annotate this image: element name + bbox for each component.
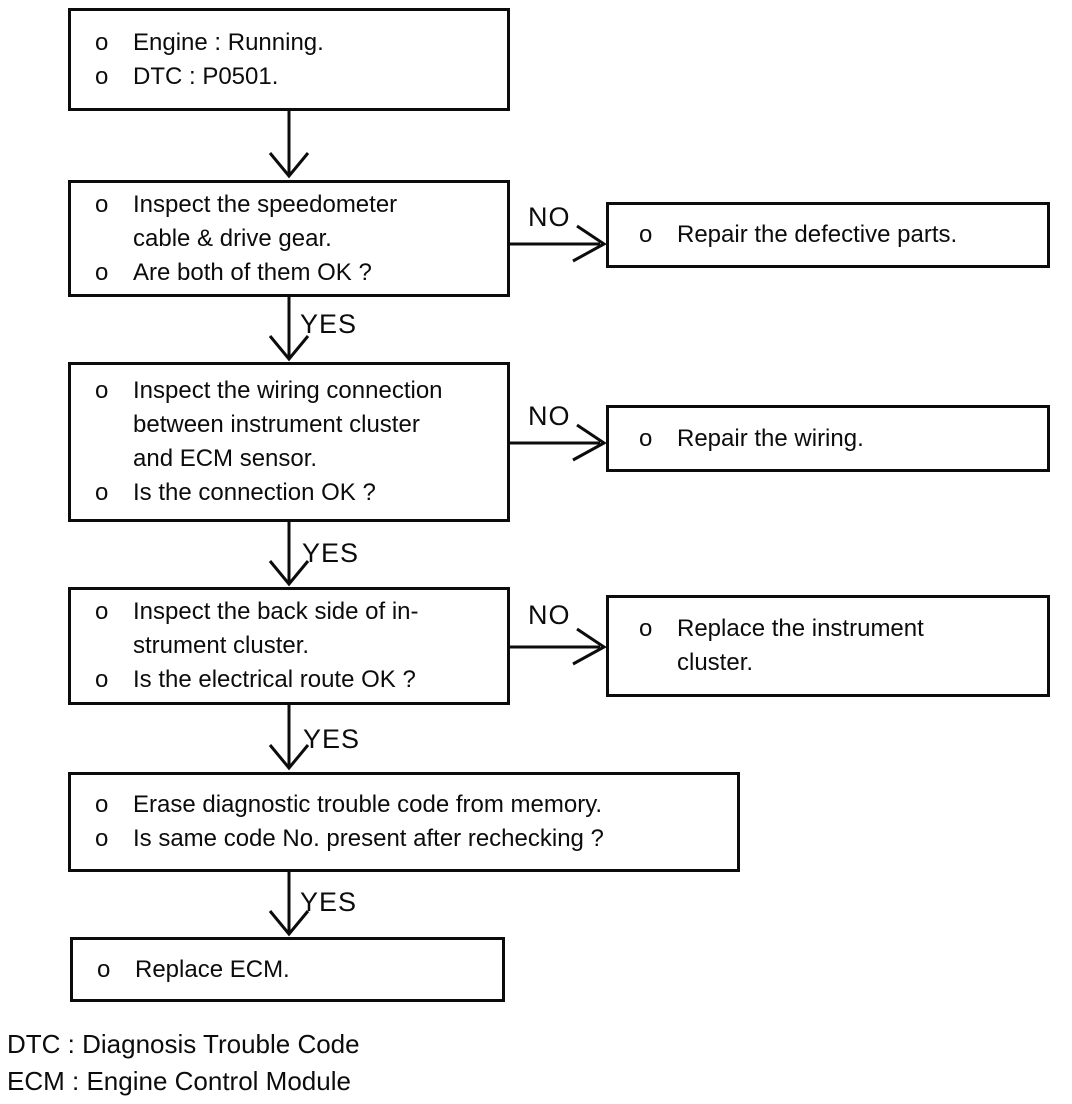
list-item: o Is the electrical route OK ?	[95, 663, 499, 697]
list-item: o Inspect the wiring connection	[95, 374, 499, 408]
box-text-line: Inspect the back side of in-	[133, 598, 419, 625]
list-item: o Is the connection OK ?	[95, 476, 499, 510]
box-text-line: cluster.	[677, 649, 754, 676]
bullet-marker: o	[95, 791, 109, 818]
list-item: o Replace ECM.	[97, 953, 494, 987]
box-text-line: Engine : Running.	[133, 28, 324, 56]
list-item: o DTC : P0501.	[95, 60, 499, 94]
flow-box-replace-instrument-cluster: o Replace the instrument cluster.	[606, 595, 1050, 697]
box-text-line: Are both of them OK ?	[133, 258, 372, 286]
box-text-line: Erase diagnostic trouble code from memor…	[133, 791, 603, 818]
bullet-marker: o	[95, 666, 109, 693]
box-text-line: Inspect the speedometer	[133, 190, 398, 218]
legend-line-dtc: DTC : Diagnosis Trouble Code	[7, 1029, 360, 1059]
list-item: o Repair the wiring.	[639, 422, 1039, 456]
list-item: o Inspect the back side of in-	[95, 595, 499, 629]
box-text-line: between instrument cluster	[133, 411, 420, 438]
box-text-line: Repair the defective parts.	[677, 221, 958, 248]
box-text-line: and ECM sensor.	[133, 445, 318, 472]
box-text-line: Is the connection OK ?	[133, 479, 376, 506]
box-text-line: Replace the instrument	[677, 615, 924, 642]
list-item: o Replace the instrument	[639, 612, 1039, 646]
bullet-marker: o	[639, 615, 653, 642]
arrowhead-right-icon	[572, 627, 607, 666]
bullet-marker: o	[95, 377, 109, 404]
arrowhead-right-icon	[572, 224, 607, 263]
flow-box-inspect-cluster-back: o Inspect the back side of in- strument …	[68, 587, 510, 705]
bullet-marker: o	[95, 479, 109, 506]
edge-label-yes-3: YES	[303, 724, 361, 754]
edge-label-yes-1: YES	[300, 309, 358, 339]
arrowhead-right-icon	[572, 423, 607, 462]
bullet-marker: o	[639, 424, 653, 452]
list-item: o Erase diagnostic trouble code from mem…	[95, 788, 729, 822]
box-text-line: Is the electrical route OK ?	[133, 666, 416, 693]
legend-line-ecm: ECM : Engine Control Module	[7, 1066, 351, 1096]
flow-box-repair-wiring: o Repair the wiring.	[606, 405, 1050, 472]
bullet-marker: o	[95, 258, 109, 286]
box-text-line: strument cluster.	[133, 632, 310, 659]
box-text-line: Repair the wiring.	[677, 424, 864, 452]
arrowhead-down-icon	[268, 152, 310, 179]
flow-box-repair-defective-parts: o Repair the defective parts.	[606, 202, 1050, 268]
bullet-marker: o	[639, 221, 653, 248]
edge-label-no-1: NO	[528, 202, 571, 232]
list-item: o Repair the defective parts.	[639, 218, 1039, 252]
bullet-marker: o	[95, 598, 109, 625]
list-item: between instrument cluster	[95, 408, 499, 442]
box-text-line: cable & drive gear.	[133, 224, 332, 252]
list-item: o Engine : Running.	[95, 26, 499, 60]
edge-label-no-2: NO	[528, 401, 571, 431]
bullet-marker: o	[95, 825, 109, 852]
bullet-marker: o	[97, 955, 111, 983]
edge-label-yes-4: YES	[300, 887, 358, 917]
box-text-line: Inspect the wiring connection	[133, 377, 443, 404]
list-item: cluster.	[639, 646, 1039, 680]
bullet-marker: o	[95, 190, 109, 218]
edge-label-no-3: NO	[528, 600, 571, 630]
arrow-no-step3	[510, 627, 607, 666]
box-text-line: Replace ECM.	[135, 955, 290, 983]
flow-box-inspect-speedometer: o Inspect the speedometer cable & drive …	[68, 180, 510, 297]
list-item: cable & drive gear.	[95, 222, 499, 256]
list-item: o Are both of them OK ?	[95, 256, 499, 290]
abbreviation-legend: DTC : Diagnosis Trouble Code ECM : Engin…	[7, 1026, 360, 1100]
box-text-line: Is same code No. present after recheckin…	[133, 825, 604, 852]
arrowhead-down-icon	[268, 335, 310, 362]
box-text-line: DTC : P0501.	[133, 62, 279, 90]
edge-label-yes-2: YES	[302, 538, 360, 568]
bullet-marker: o	[95, 28, 109, 56]
flow-box-erase-dtc: o Erase diagnostic trouble code from mem…	[68, 772, 740, 872]
list-item: and ECM sensor.	[95, 442, 499, 476]
bullet-marker: o	[95, 62, 109, 90]
flow-box-inspect-wiring: o Inspect the wiring connection between …	[68, 362, 510, 522]
arrow-start-to-step1	[268, 111, 310, 179]
list-item: o Inspect the speedometer	[95, 188, 499, 222]
list-item: strument cluster.	[95, 629, 499, 663]
list-item: o Is same code No. present after recheck…	[95, 822, 729, 856]
flow-box-start: o Engine : Running. o DTC : P0501.	[68, 8, 510, 111]
flow-box-replace-ecm: o Replace ECM.	[70, 937, 505, 1002]
